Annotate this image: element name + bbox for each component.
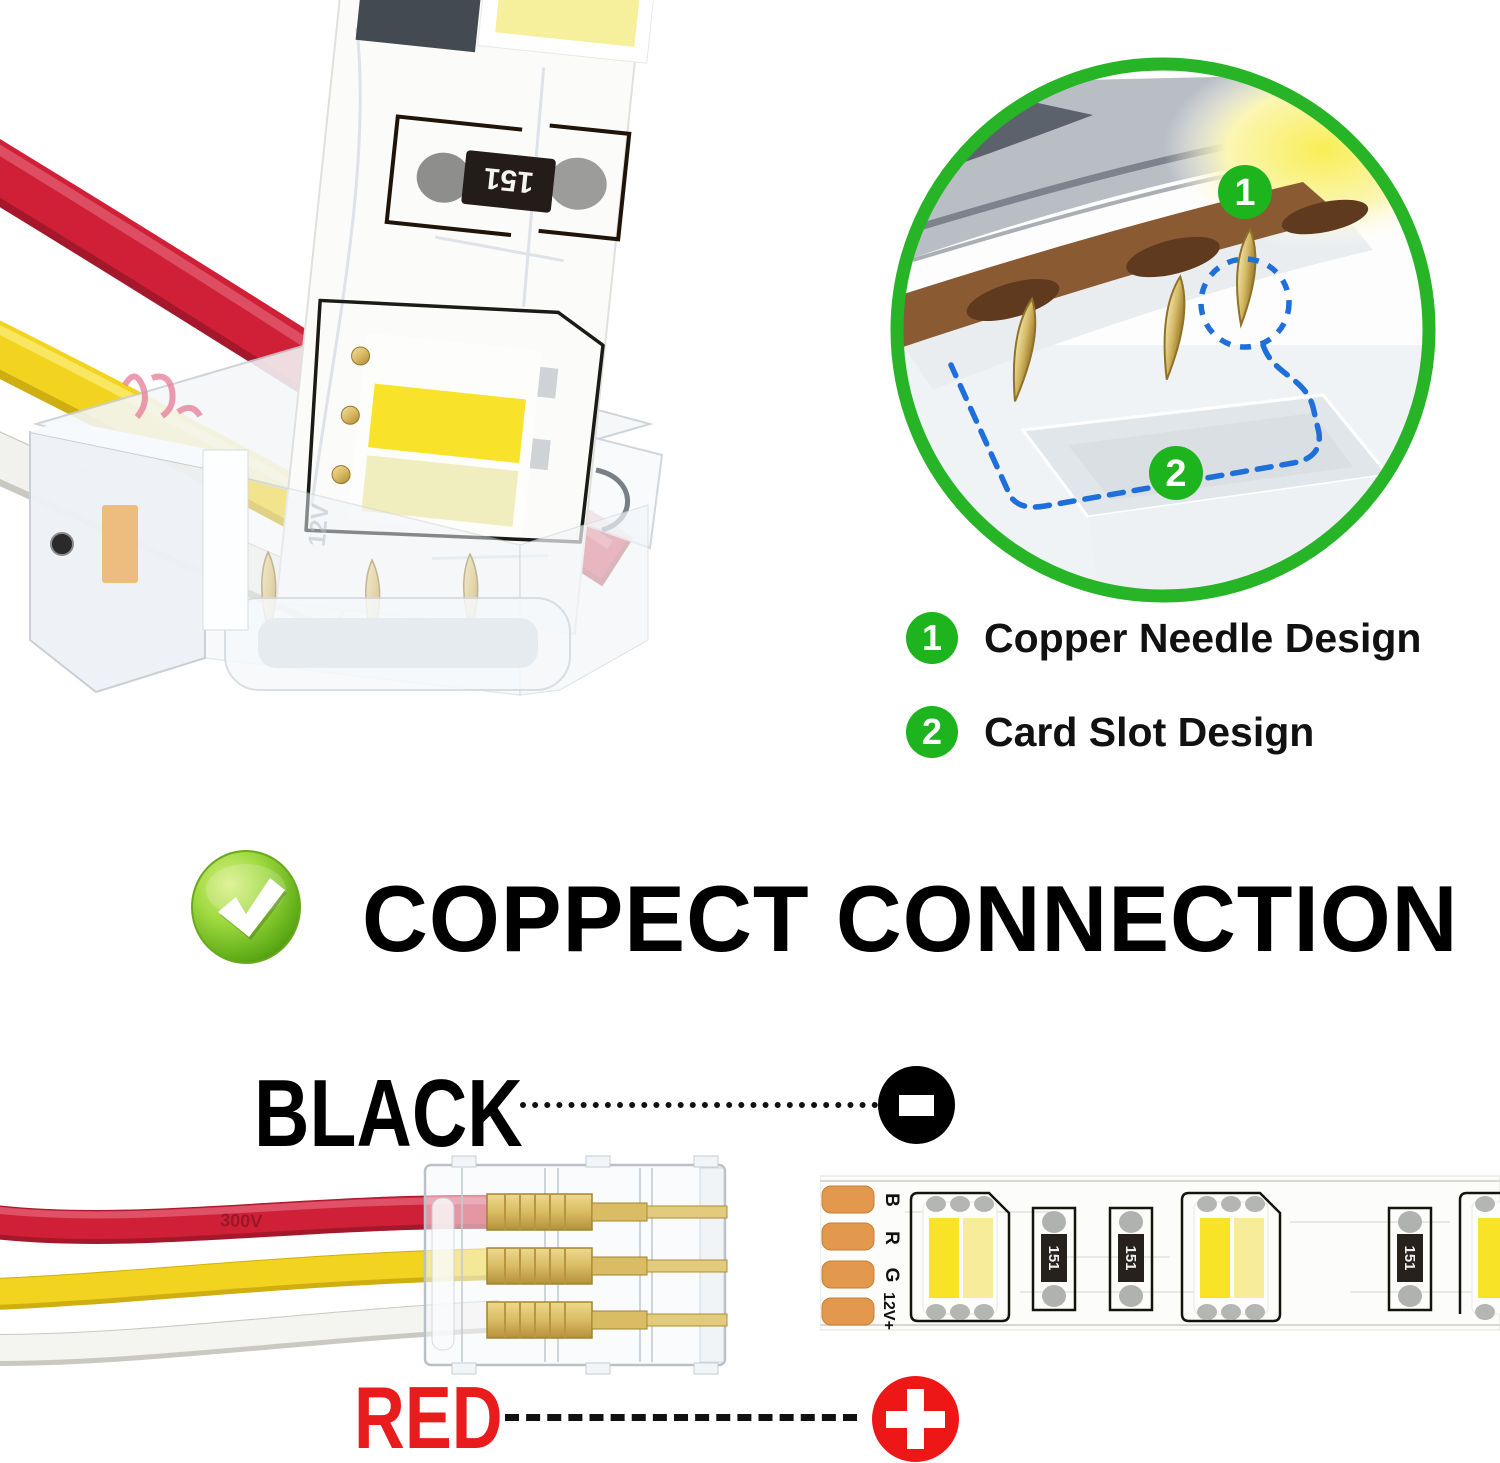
legend-label-card-slot: Card Slot Design: [984, 708, 1315, 755]
zoom-inset-circle: 1 2: [890, 57, 1436, 603]
inset-badge-2: 2: [1149, 446, 1203, 500]
svg-text:2: 2: [1165, 453, 1186, 495]
svg-text:1: 1: [1234, 172, 1255, 214]
pad-labels: B R G 12V+: [880, 1193, 902, 1330]
inset-macro-photo: 1 2: [897, 64, 1429, 596]
legend-badge-1-number: 1: [921, 617, 943, 658]
green-check-icon: [191, 850, 301, 964]
legend-item-copper-needle: 1 Copper Needle Design: [906, 612, 1421, 664]
inset-needles: [1012, 227, 1257, 402]
gold-pins: [486, 1193, 728, 1339]
led-strip-vertical: 151 12V: [275, 0, 655, 635]
inset-green-ring: [890, 57, 1436, 603]
svg-text:151: 151: [1045, 1245, 1062, 1270]
photo-connector-wires: 300V: [0, 1155, 728, 1375]
red-dashed-line: [505, 1414, 857, 1421]
legend-item-card-slot: 2 Card Slot Design: [906, 706, 1314, 758]
inset-badge-1: 1: [1218, 165, 1272, 219]
resistor: 151: [1031, 1206, 1077, 1312]
wire-print-300v: 300V: [220, 1210, 263, 1231]
section-heading: COPPECT CONNECTION: [362, 866, 1459, 971]
red-wire-label: RED: [354, 1368, 503, 1463]
minus-icon: [878, 1066, 955, 1144]
dashed-slot-outline: [948, 342, 1322, 510]
black-wire-label: BLACK: [254, 1060, 523, 1167]
led-chip-partial: [1458, 1191, 1500, 1320]
svg-text:151: 151: [1122, 1245, 1139, 1270]
photo-led-strip: B R G 12V+: [820, 1175, 1500, 1331]
led-chip: [1180, 1191, 1282, 1323]
dashed-needle-circle: [1198, 256, 1292, 350]
connector-front: [29, 420, 649, 696]
input-wires: 300V: [0, 1194, 501, 1366]
solder-pads: [821, 1185, 875, 1326]
svg-text:R: R: [881, 1231, 902, 1245]
resistor: 151: [1387, 1206, 1433, 1312]
plus-icon: [872, 1376, 959, 1462]
photo-strip-in-connector: 151 12V: [0, 0, 664, 696]
legend-label-copper-needle: Copper Needle Design: [984, 614, 1422, 661]
black-dotted-line: [520, 1102, 878, 1108]
legend-badge-2: 2: [906, 706, 958, 758]
led-chip: [909, 1191, 1011, 1323]
svg-text:B: B: [881, 1193, 902, 1207]
resistor-code-label: 151: [482, 161, 535, 199]
svg-text:G: G: [881, 1268, 902, 1283]
resistor: 151: [1108, 1206, 1154, 1312]
legend-badge-2-number: 2: [921, 711, 943, 752]
svg-text:151: 151: [1401, 1245, 1418, 1270]
svg-text:12V+: 12V+: [880, 1292, 897, 1330]
legend-badge-1: 1: [906, 612, 958, 664]
red-marking: [122, 373, 203, 419]
